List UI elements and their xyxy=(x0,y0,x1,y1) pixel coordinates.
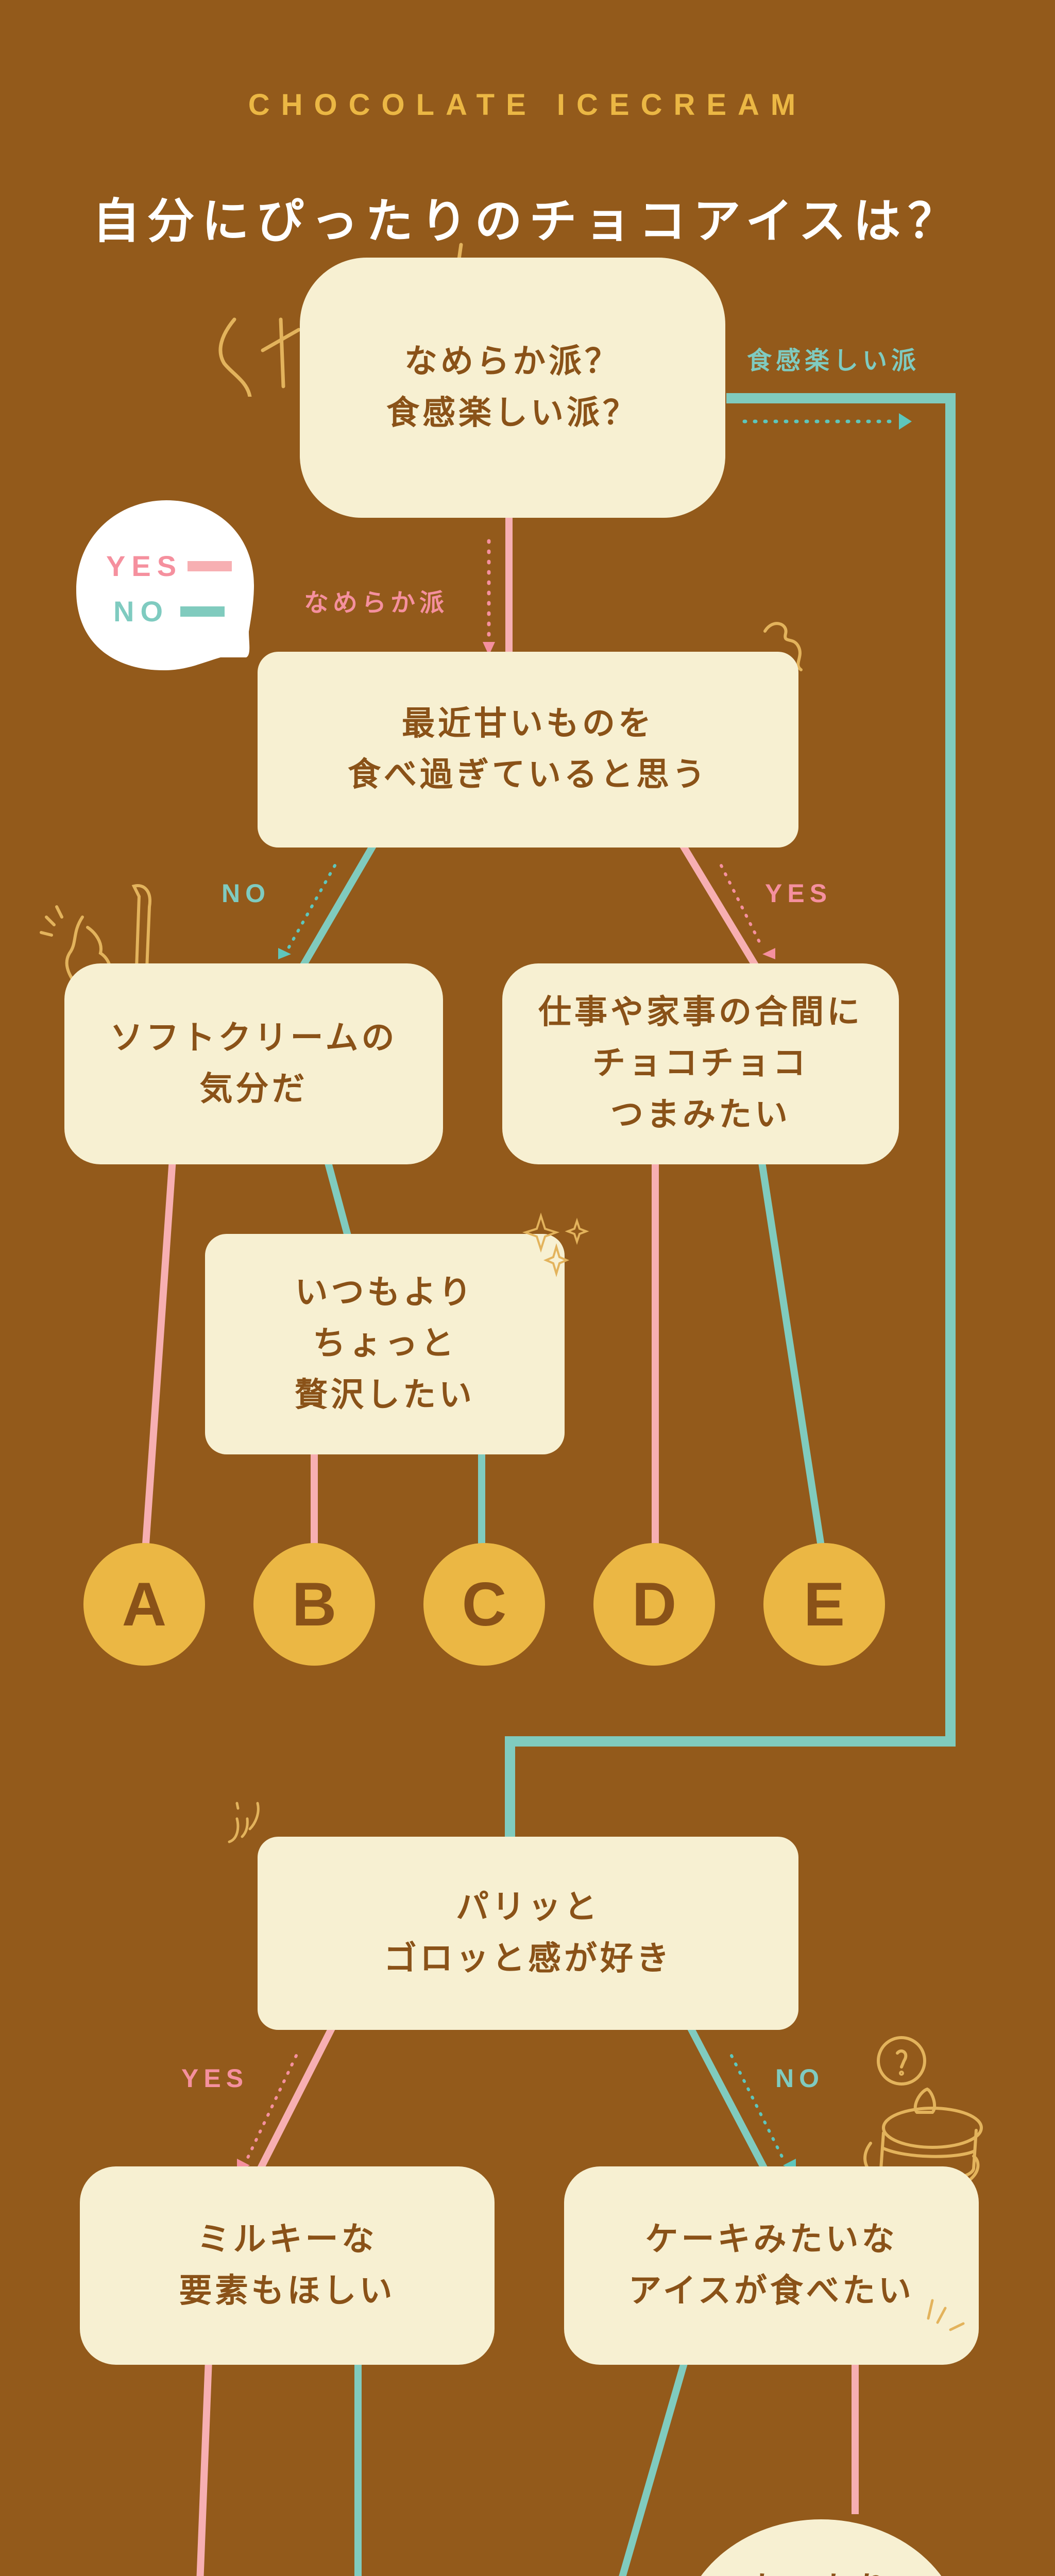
question-box-cake: ケーキみたいな アイスが食べたい xyxy=(564,2166,979,2365)
question-text: 最近甘いものを 食べ過ぎていると思う xyxy=(348,704,708,794)
sparkle-lines-doodle-icon xyxy=(228,1802,260,1843)
legend-no-label: NO xyxy=(113,595,169,628)
question-box-sweets: 最近甘いものを 食べ過ぎていると思う xyxy=(258,652,798,848)
start-question-box: なめらか派？ 食感楽しい派？ xyxy=(300,258,725,518)
question-text: ミルキーな 要素もほしい xyxy=(179,2221,396,2310)
question-box-luxury: いつもより ちょっと 贅沢したい xyxy=(205,1234,565,1454)
question-box-crunchy: パリッと ゴロッと感が好き xyxy=(258,1837,798,2030)
legend-yes-label: YES xyxy=(106,550,183,582)
label-yes: YES xyxy=(765,879,832,908)
emphasis-lines-doodle-icon xyxy=(927,2299,965,2331)
legend-yes-swatch xyxy=(188,561,232,571)
question-box-soft-cream: ソフトクリームの 気分だ xyxy=(64,963,443,1164)
question-text: パリッと ゴロッと感が好き xyxy=(384,1888,672,1978)
legend-no-swatch xyxy=(180,606,225,617)
question-box-milky: ミルキーな 要素もほしい xyxy=(80,2166,495,2365)
swirl-doodle-icon xyxy=(763,622,803,671)
subtitle: CHOCOLATE ICECREAM xyxy=(248,88,807,122)
question-text: もっちり 食感の 気分 xyxy=(749,2564,893,2576)
question-box-snack: 仕事や家事の合間に チョコチョコ つまみたい xyxy=(502,963,899,1164)
question-text: いつもより ちょっと 贅沢したい xyxy=(295,1274,475,1414)
question-text: 仕事や家事の合間に チョコチョコ つまみたい xyxy=(538,993,863,1134)
branch-label-right: 食感楽しい派 xyxy=(747,346,921,375)
answer-e[interactable]: E xyxy=(763,1543,885,1666)
answer-a[interactable]: A xyxy=(83,1543,205,1666)
page-title: 自分にぴったりのチョコアイスは？ xyxy=(92,194,963,249)
branch-label-left: なめらか派 xyxy=(304,588,449,617)
yes-no-legend: YES NO xyxy=(71,487,262,678)
question-text: ソフトクリームの 気分だ xyxy=(110,1019,398,1108)
label-yes: YES xyxy=(181,2064,249,2093)
label-no: NO xyxy=(222,879,270,908)
answer-c[interactable]: C xyxy=(423,1543,545,1666)
question-text: ケーキみたいな アイスが食べたい xyxy=(628,2221,914,2310)
sparkle-doodle-icon xyxy=(522,1212,589,1277)
answer-d[interactable]: D xyxy=(593,1543,715,1666)
start-question-text: なめらか派？ 食感楽しい派？ xyxy=(386,343,639,432)
answer-b[interactable]: B xyxy=(253,1543,375,1666)
label-no: NO xyxy=(775,2064,824,2093)
